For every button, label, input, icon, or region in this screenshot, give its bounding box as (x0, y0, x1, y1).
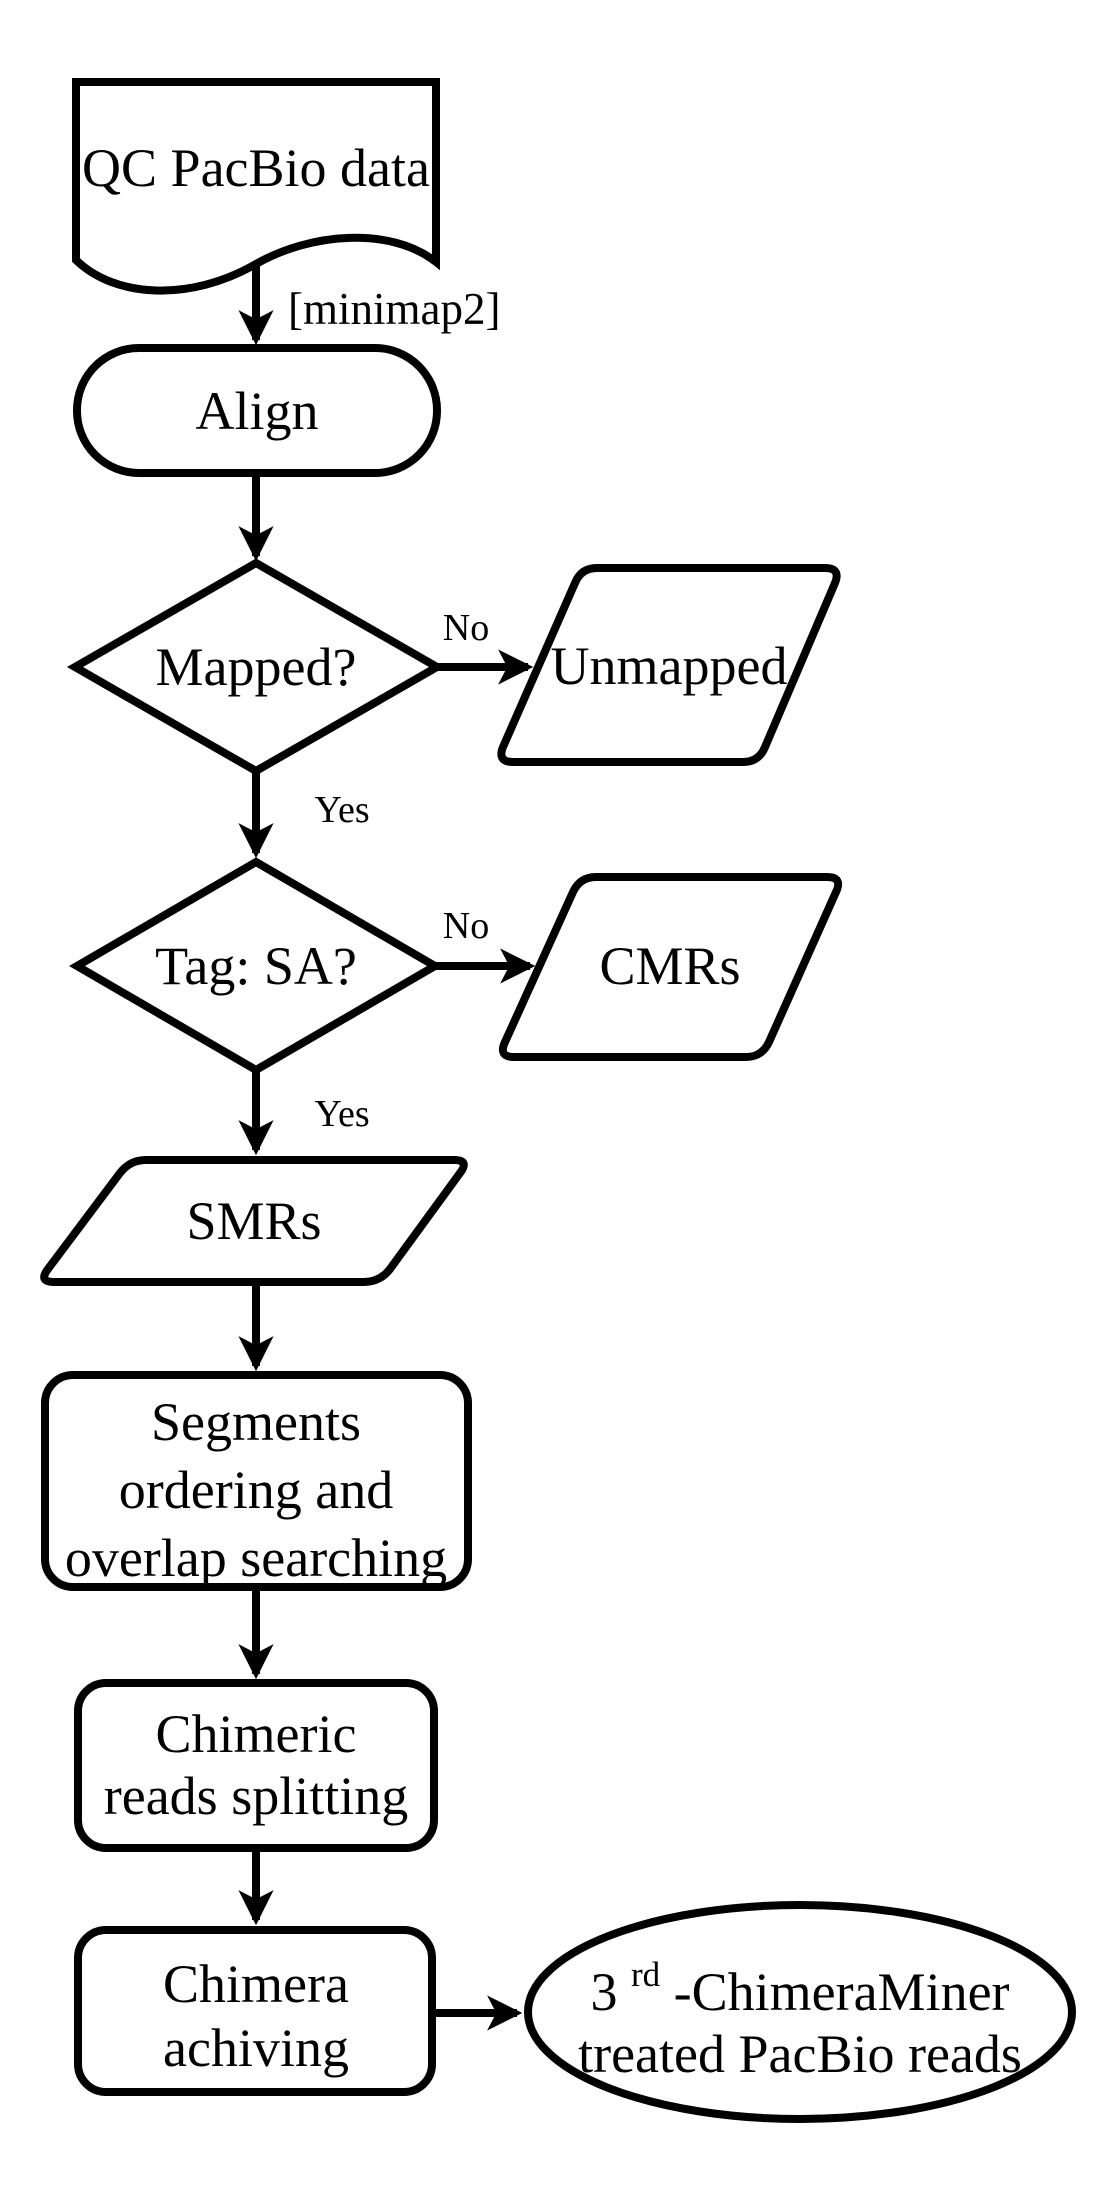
edge-label-mapped-no: No (443, 607, 489, 649)
edge-labels: [minimap2] No Yes No Yes (288, 284, 500, 1135)
diamond-shape (69, 857, 443, 1075)
segments-line-2: ordering and (119, 1460, 393, 1520)
edges (238, 263, 536, 2031)
node-segments-ordering: Segments ordering and overlap searching (41, 1371, 472, 1591)
output-line1-base: 3 (590, 1962, 617, 2022)
mapped-label: Mapped? (156, 637, 357, 697)
tag-sa-label: Tag: SA? (155, 936, 357, 996)
process-shape (74, 1679, 438, 1852)
chimera-line-2: achiving (163, 2018, 349, 2078)
diamond-shape (66, 558, 446, 776)
qc-data-label: QC PacBio data (82, 138, 430, 198)
node-cmrs: CMRs (498, 873, 843, 1061)
parallelogram-shape (497, 564, 841, 766)
node-chimera-achiving: Chimera achiving (74, 1926, 436, 2096)
output-line-2: treated PacBio reads (578, 2024, 1022, 2084)
node-unmapped: Unmapped (497, 564, 841, 766)
node-align: Align (73, 344, 441, 477)
node-chimeric-splitting: Chimeric reads splitting (74, 1679, 438, 1852)
node-qc-data: QC PacBio data (72, 78, 440, 295)
node-tag-sa-decision: Tag: SA? (69, 857, 443, 1075)
document-shape (72, 78, 440, 295)
chimera-line-1: Chimera (163, 1954, 349, 2014)
segments-line-3: overlap searching (65, 1528, 447, 1588)
node-mapped-decision: Mapped? (66, 558, 446, 776)
output-line-1: 3 rd -ChimeraMiner (590, 1938, 1009, 2022)
output-line1-superscript: rd (631, 1955, 661, 1994)
edge-label-mapped-yes: Yes (314, 789, 369, 831)
chimeric-line-1: Chimeric (156, 1704, 357, 1764)
ellipse-shape (524, 1901, 1076, 2123)
cmrs-label: CMRs (599, 936, 740, 996)
edge-label-tag-yes: Yes (314, 1093, 369, 1135)
node-output: 3 rd -ChimeraMiner treated PacBio reads (524, 1901, 1076, 2123)
smrs-label: SMRs (186, 1191, 321, 1251)
segments-line-1: Segments (151, 1392, 361, 1452)
edge-label-tag-no: No (443, 905, 489, 947)
node-smrs: SMRs (40, 1156, 468, 1286)
parallelogram-shape (40, 1156, 468, 1286)
parallelogram-shape (498, 873, 843, 1061)
process-shape (74, 1926, 436, 2096)
chimeric-line-2: reads splitting (104, 1766, 408, 1826)
align-label: Align (195, 381, 318, 441)
output-line1-rest: -ChimeraMiner (674, 1962, 1010, 2022)
terminator-shape (73, 344, 441, 477)
process-shape (41, 1371, 472, 1591)
unmapped-label: Unmapped (551, 636, 788, 696)
edge-label-minimap2: [minimap2] (288, 284, 500, 334)
